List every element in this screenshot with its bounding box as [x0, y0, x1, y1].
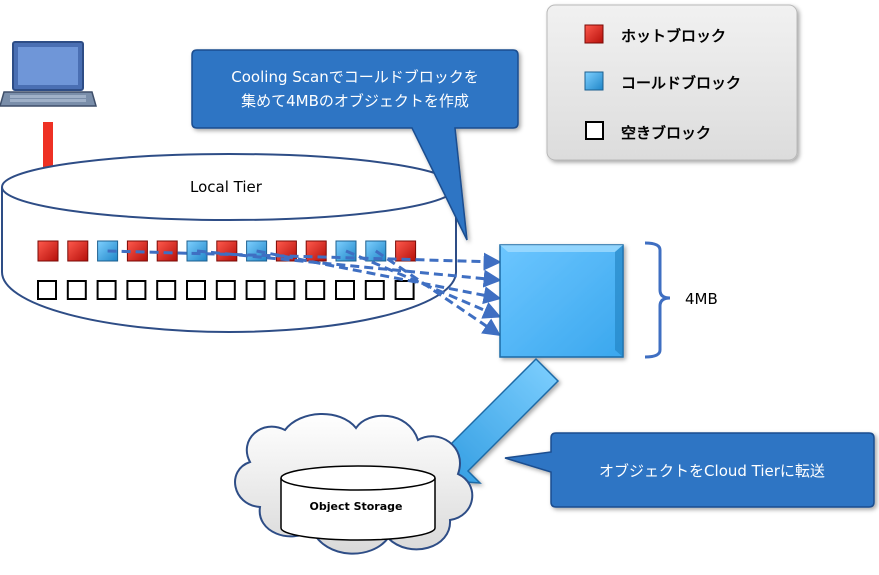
- callout-cooling-scan: Cooling Scanでコールドブロックを 集めて4MBのオブジェクトを作成: [191, 49, 519, 241]
- dashed-arrow: [256, 249, 502, 305]
- size-bracket: [644, 241, 671, 359]
- object-4mb-cube: [499, 244, 624, 358]
- hot-block: [216, 240, 238, 262]
- empty-block-row: [37, 280, 415, 300]
- legend-empty-label: 空きブロック: [621, 124, 711, 142]
- empty-block: [305, 280, 326, 300]
- callout-top-line1: Cooling Scanでコールドブロックを: [231, 68, 478, 86]
- legend-hot-label: ホットブロック: [621, 27, 726, 45]
- empty-block: [66, 280, 87, 300]
- empty-block: [364, 280, 385, 300]
- callout-bottom-text: オブジェクトをCloud Tierに転送: [599, 462, 825, 480]
- empty-block: [215, 280, 236, 300]
- empty-block: [275, 280, 296, 300]
- object-storage-label: Object Storage: [310, 500, 403, 513]
- legend-cold-swatch: [584, 71, 604, 91]
- dashed-arrows: [107, 249, 502, 337]
- hot-block: [156, 240, 178, 262]
- legend-empty-swatch: [585, 121, 604, 140]
- hot-block: [67, 240, 89, 262]
- dashed-arrow: [374, 249, 501, 337]
- legend-hot-swatch: [584, 24, 604, 44]
- empty-block: [394, 280, 415, 300]
- empty-block: [245, 280, 266, 300]
- laptop-icon: [0, 41, 97, 107]
- empty-block: [37, 280, 57, 300]
- legend: ホットブロック コールドブロック 空きブロック: [546, 4, 798, 161]
- callout-top-line2: 集めて4MBのオブジェクトを作成: [241, 92, 469, 110]
- empty-block: [126, 280, 147, 300]
- dashed-arrow: [196, 249, 502, 288]
- local-tier-label: Local Tier: [190, 178, 263, 196]
- empty-block: [335, 280, 355, 300]
- callout-cloud-transfer: オブジェクトをCloud Tierに転送: [504, 432, 875, 508]
- object-storage-cylinder: Object Storage: [280, 465, 436, 541]
- empty-block: [156, 280, 177, 300]
- empty-block: [186, 280, 206, 300]
- hot-block: [37, 240, 59, 262]
- hot-block: [395, 240, 417, 262]
- empty-block: [96, 280, 117, 300]
- dashed-arrow: [107, 249, 502, 271]
- legend-cold-label: コールドブロック: [621, 74, 741, 92]
- object-size-label: 4MB: [685, 290, 718, 308]
